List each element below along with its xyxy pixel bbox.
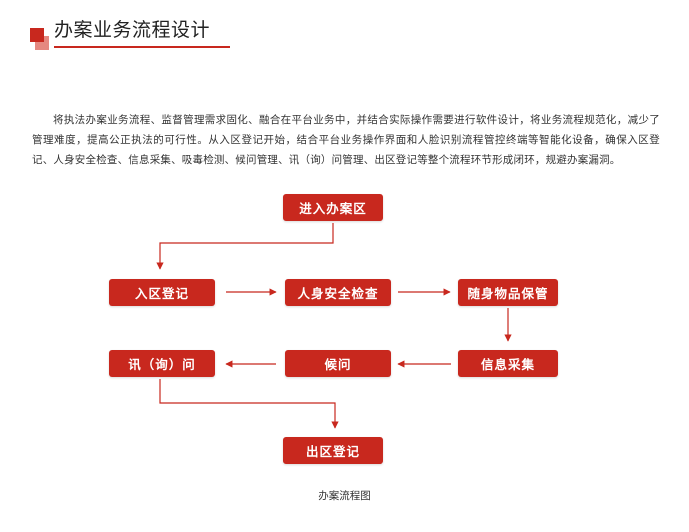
- page-title: 办案业务流程设计: [54, 19, 211, 41]
- node-waiting: 候问: [285, 350, 391, 377]
- node-interrogation: 讯（询）问: [109, 350, 215, 377]
- title-decoration-dark: [30, 28, 44, 42]
- title-underline: [54, 46, 230, 48]
- node-storage: 随身物品保管: [458, 279, 558, 306]
- node-register: 入区登记: [109, 279, 215, 306]
- node-info-collect: 信息采集: [458, 350, 558, 377]
- node-enter-zone: 进入办案区: [283, 194, 383, 221]
- arrow-enter-to-register: [156, 223, 334, 270]
- arrow-interrogation-to-exit: [159, 379, 339, 429]
- diagram-caption: 办案流程图: [318, 490, 371, 502]
- node-exit-register: 出区登记: [283, 437, 383, 464]
- section-header: 办案业务流程设计: [30, 16, 230, 52]
- node-safety-check: 人身安全检查: [285, 279, 391, 306]
- intro-paragraph: 将执法办案业务流程、监督管理需求固化、融合在平台业务中，并结合实际操作需要进行软…: [32, 114, 660, 166]
